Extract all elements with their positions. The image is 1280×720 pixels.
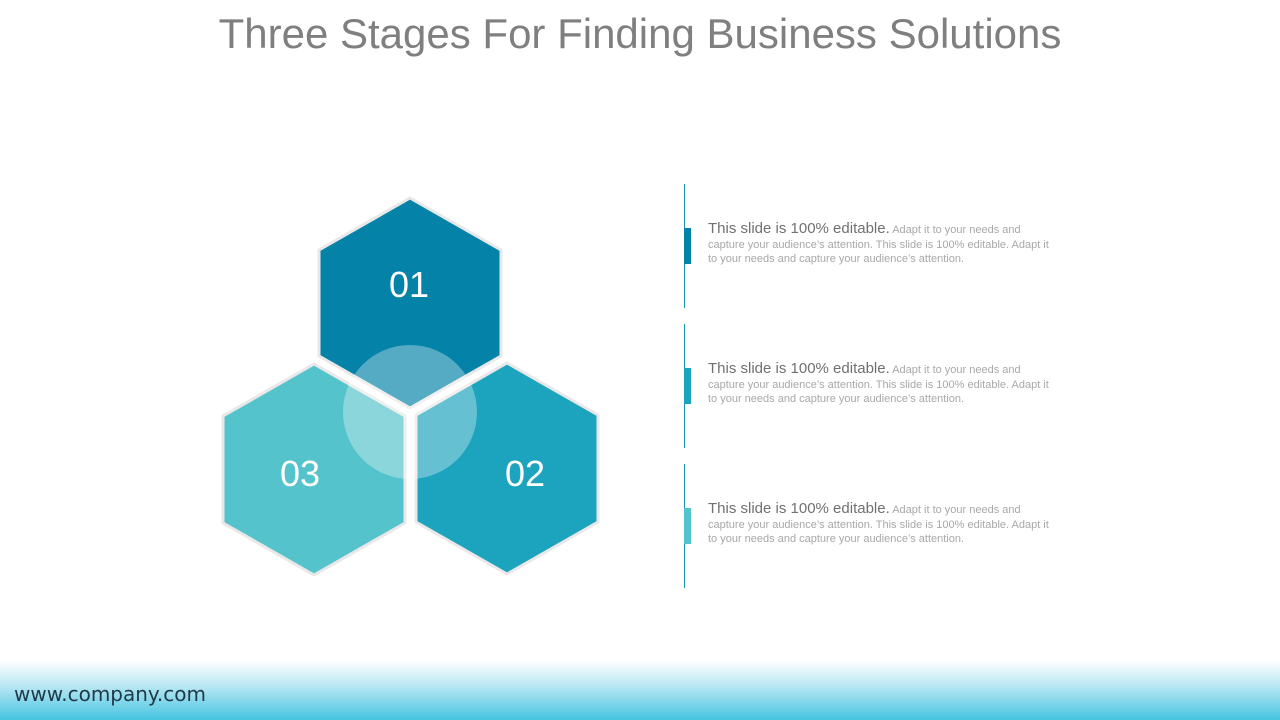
stage-item-2: This slide is 100% editable. Adapt it to… bbox=[684, 324, 1064, 448]
item-text: This slide is 100% editable. Adapt it to… bbox=[708, 500, 1053, 547]
stage-item-3: This slide is 100% editable. Adapt it to… bbox=[684, 464, 1064, 588]
item-text: This slide is 100% editable. Adapt it to… bbox=[708, 220, 1053, 267]
item-marker bbox=[684, 228, 691, 264]
hexagon-03 bbox=[221, 362, 407, 577]
item-body: Adapt it to your needs and capture your … bbox=[708, 364, 1049, 405]
item-body: Adapt it to your needs and capture your … bbox=[708, 224, 1049, 265]
item-body: Adapt it to your needs and capture your … bbox=[708, 504, 1049, 545]
stage-item-1: This slide is 100% editable. Adapt it to… bbox=[684, 184, 1064, 308]
center-overlay-circle bbox=[343, 345, 477, 479]
item-lead: This slide is 100% editable. bbox=[708, 360, 890, 377]
footer-band bbox=[0, 660, 1280, 720]
item-text: This slide is 100% editable. Adapt it to… bbox=[708, 360, 1053, 407]
footer-url: www.company.com bbox=[14, 682, 206, 706]
item-marker bbox=[684, 508, 691, 544]
item-marker bbox=[684, 368, 691, 404]
item-lead: This slide is 100% editable. bbox=[708, 500, 890, 517]
slide-title: Three Stages For Finding Business Soluti… bbox=[218, 10, 1062, 57]
item-lead: This slide is 100% editable. bbox=[708, 220, 890, 237]
hexagon-03-label: 03 bbox=[280, 453, 320, 494]
hexagon-01 bbox=[317, 196, 503, 410]
hexagon-02 bbox=[414, 361, 600, 576]
hexagon-01-label: 01 bbox=[389, 264, 429, 305]
hexagon-02-label: 02 bbox=[505, 453, 545, 494]
